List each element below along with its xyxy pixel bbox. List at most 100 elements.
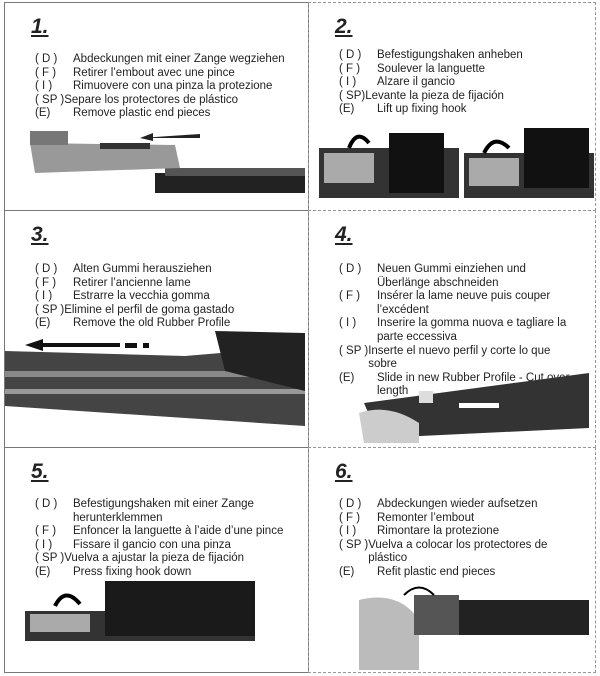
instruction-line: ( I ) Alzare il gancio [339,76,582,90]
instruction-text: Remove plastic end pieces [73,107,211,120]
step-number: 6. [335,460,353,483]
step-number: 2. [335,15,353,38]
language-code: ( F ) [35,276,57,289]
language-code: ( I ) [35,538,53,551]
language-code: ( D ) [339,498,362,510]
instruction-text: Alten Gummi herausziehen [73,263,212,275]
step-1-panel: 1. ( D )Abdeckungen mit einer Zange wegzi… [4,2,309,211]
instruction-line: ( F ) Retirer l’embout avec une pince [35,67,295,81]
instruction-text: Retirer l’ancienne lame [73,276,191,289]
step-6-panel: 6. ( D ) Abdeckungen wieder aufsetzen ( F )… [308,447,596,673]
language-code: (E) [35,565,51,578]
insert-rubber-image [359,373,589,443]
press-hook-image [25,581,255,641]
step-instructions: ( D ) Befestigungshaken anheben ( F ) Soule… [339,49,582,117]
language-code: ( I ) [339,76,357,89]
instruction-text: Rimuovere con una pinza la protezione [73,80,273,93]
step-instructions: ( D ) Alten Gummi herausziehen ( F ) Retire… [35,263,295,331]
language-code: ( D ) [339,263,362,275]
instruction-text: Insérer la lame neuve puis couper l’excé… [377,290,551,316]
remove-rubber-image [5,331,305,426]
instruction-text: Soulever la languette [377,62,486,75]
instruction-text: Elimine el perfil de goma gastado [64,303,235,316]
instruction-text: Press fixing hook down [73,565,192,578]
step-5-panel: 5. ( D )Befestigungshaken mit einer Zange… [4,447,309,673]
instruction-text: Refit plastic end pieces [377,565,496,578]
instruction-text: Neuen Gummi einziehen und Überlänge absc… [377,263,526,289]
instruction-text: Inserire la gomma nuova e tagliare la pa… [377,317,567,343]
language-code: ( I ) [35,80,53,93]
language-code: ( F ) [339,62,361,75]
language-code: ( SP ) [35,303,65,316]
instruction-text: Befestigungshaken mit einer Zange herunt… [73,498,254,524]
language-code: ( I ) [339,525,357,538]
language-code: ( I ) [339,317,357,330]
instruction-text: Enfoncer la languette à l’aide d’une pin… [73,525,284,538]
language-code: ( F ) [339,290,361,303]
language-code: ( SP ) [339,344,369,357]
step-number: 5. [31,460,49,483]
instruction-line: ( F ) Retirer l’ancienne lame [35,277,295,291]
instruction-text: Abdeckungen wieder aufsetzen [377,498,538,510]
language-code: ( SP) [339,89,366,102]
instruction-text: Estrarre la vecchia gomma [73,290,210,303]
instruction-line: ( D )Abdeckungen mit einer Zange wegzieh… [35,53,295,67]
instruction-line: ( I ) Rimuovere con una pinza la protezio… [35,80,295,94]
refit-end-piece-image [359,586,589,670]
step-number: 3. [31,223,49,246]
instruction-text: Vuelva a colocar los protectores de plás… [368,538,548,565]
language-code: (E) [35,317,51,330]
instruction-line: ( F ) Soulever la languette [339,63,582,77]
language-code: ( F ) [35,66,57,79]
language-code: (E) [35,107,51,120]
language-code: ( F ) [339,511,361,524]
instruction-line: ( I ) Inserire la gomma nuova e tagliare … [339,317,582,344]
step-instructions: ( D ) Abdeckungen wieder aufsetzen ( F ) Re… [339,498,582,580]
language-code: ( F ) [35,525,57,538]
step-instructions: ( D ) Neuen Gummi einziehen und Überlänge… [339,263,582,399]
instruction-text: Remove the old Rubber Profile [73,317,231,330]
instruction-text: Remonter l’embout [377,511,475,524]
language-code: (E) [339,371,355,384]
instruction-line: (E)Lift up fixing hook [339,103,582,117]
instruction-text: Alzare il gancio [377,76,455,89]
instruction-text: Slide in new Rubber Profile - Cut over l… [377,371,570,398]
instruction-line: ( F ) Insérer la lame neuve puis couper l… [339,290,582,317]
instruction-line: ( I ) Rimontare la protezione [339,525,582,539]
step-number: 4. [335,223,353,246]
language-code: ( D ) [35,263,58,275]
instruction-line: ( SP )Separe los protectores de plástico [35,94,295,108]
instruction-text: Fissare il gancio con una pinza [73,538,231,551]
instruction-text: Retirer l’embout avec une pince [73,66,235,79]
instruction-line: (E) Press fixing hook down [35,566,295,580]
step-2-panel: 2. ( D ) Befestigungshaken anheben ( F ) Sou… [308,2,596,211]
step-instructions: ( D )Abdeckungen mit einer Zange wegzieh… [35,53,295,121]
instruction-line: (E) Slide in new Rubber Profile - Cut ove… [339,372,582,399]
instruction-text: Levante la pieza de fijación [365,89,504,102]
instruction-line: ( SP )Inserte el nuevo perfil y corte lo… [339,345,582,372]
instruction-line: ( I ) Fissare il gancio con una pinza [35,539,295,553]
step-instructions: ( D )Befestigungshaken mit einer Zange h… [35,498,295,580]
language-code: ( D ) [35,53,58,65]
instruction-line: ( SP )Vuelva a ajustar la pieza de fijac… [35,552,295,566]
instruction-text: Befestigungshaken anheben [377,49,523,61]
instruction-line: ( D ) Befestigungshaken anheben [339,49,582,63]
instruction-line: (E)Refit plastic end pieces [339,566,582,580]
instruction-line: ( D ) Abdeckungen wieder aufsetzen [339,498,582,512]
pliers-removing-end-piece-image [30,131,305,193]
instruction-line: ( F ) Enfoncer la languette à l’aide d’un… [35,525,295,539]
instruction-line: ( SP)Levante la pieza de fijación [339,90,582,104]
instruction-line: ( I ) Estrarre la vecchia gomma [35,290,295,304]
language-code: ( SP ) [35,93,65,106]
instruction-text: Rimontare la protezione [377,525,500,538]
language-code: ( D ) [339,49,362,61]
instruction-line: ( D )Befestigungshaken mit einer Zange h… [35,498,295,525]
instruction-line: ( F ) Remonter l’embout [339,512,582,526]
language-code: ( I ) [35,290,53,303]
step-number: 1. [31,15,49,38]
instruction-line: (E) Remove the old Rubber Profile [35,317,295,331]
language-code: ( SP ) [339,538,369,551]
instruction-line: ( D ) Neuen Gummi einziehen und Überlänge… [339,263,582,290]
language-code: (E) [339,103,355,116]
lift-hook-image [319,128,594,198]
